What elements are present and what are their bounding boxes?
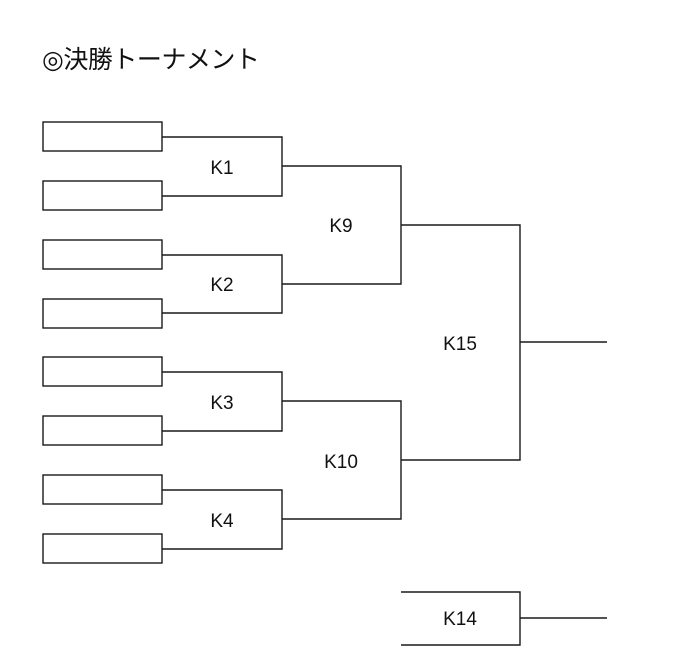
entry-slots bbox=[42, 121, 163, 564]
match-label-k2: K2 bbox=[210, 275, 233, 296]
entry-slot-8[interactable] bbox=[42, 533, 163, 564]
match-label-k14: K14 bbox=[443, 609, 477, 630]
entry-slot-6[interactable] bbox=[42, 415, 163, 446]
entry-slot-1[interactable] bbox=[42, 121, 163, 152]
entry-slot-7[interactable] bbox=[42, 474, 163, 505]
entry-slot-2[interactable] bbox=[42, 180, 163, 211]
entry-slot-4[interactable] bbox=[42, 298, 163, 329]
match-label-k9: K9 bbox=[329, 216, 352, 237]
entry-slot-3[interactable] bbox=[42, 239, 163, 270]
page-title: ◎決勝トーナメント bbox=[42, 45, 260, 74]
match-label-k15: K15 bbox=[443, 334, 477, 355]
match-label-k3: K3 bbox=[210, 393, 233, 414]
match-label-k1: K1 bbox=[210, 158, 233, 179]
match-label-k10: K10 bbox=[324, 452, 358, 473]
match-label-k4: K4 bbox=[210, 511, 234, 532]
entry-slot-5[interactable] bbox=[42, 356, 163, 387]
